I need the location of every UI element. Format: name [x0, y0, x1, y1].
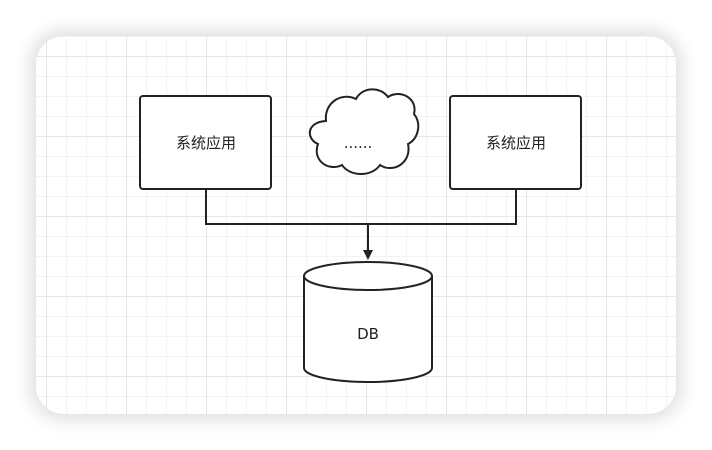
- cloud-shape[interactable]: ......: [308, 88, 420, 175]
- connector-left: [205, 189, 368, 225]
- connector: [205, 189, 517, 260]
- architecture-diagram: 系统应用 ...... 系统应用 DB: [139, 88, 582, 383]
- system-app-box-left[interactable]: 系统应用: [139, 95, 272, 190]
- connector-right: [368, 189, 517, 225]
- database-icon: [303, 276, 433, 383]
- system-app-label-left: 系统应用: [176, 134, 236, 152]
- database-top: [303, 261, 433, 291]
- database-cylinder[interactable]: DB: [303, 261, 433, 383]
- system-app-box-right[interactable]: 系统应用: [449, 95, 582, 190]
- cloud-label: ......: [344, 134, 373, 152]
- system-app-box-right-shape: [449, 95, 582, 190]
- system-app-box-left-shape: [139, 95, 272, 190]
- cloud-icon: [308, 88, 420, 175]
- diagram-canvas: 系统应用 ...... 系统应用 DB: [36, 36, 676, 414]
- system-app-label-right: 系统应用: [486, 134, 546, 152]
- database-label: DB: [357, 325, 379, 343]
